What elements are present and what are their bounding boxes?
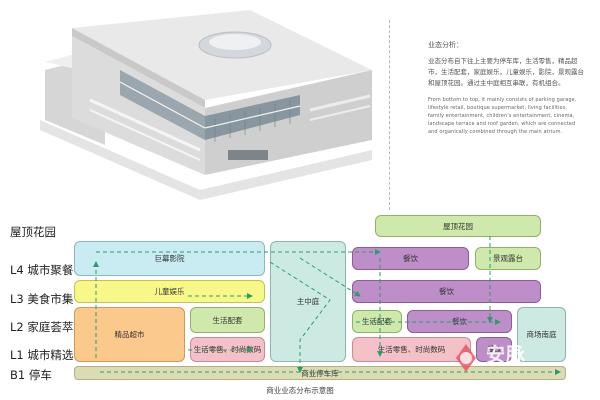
floor-label-roof: 屋顶花园 — [10, 225, 56, 239]
block-dining-l1: 餐饮 — [476, 337, 512, 362]
floor-label-l2: L2 家庭荟萃 — [10, 320, 74, 334]
block-roof-garden: 屋顶花园 — [375, 215, 541, 237]
block-main-atrium: 主中庭 — [270, 241, 346, 362]
block-supermarket: 精品超市 — [74, 307, 185, 362]
watermark-text: 安脉 — [486, 344, 527, 366]
floor-label-l3: L3 美食市集 — [10, 292, 74, 306]
info-panel: 业态分析： 业态分布自下往上主要为停车库，生活零售，精品超市，生活配套，家庭娱乐… — [428, 40, 584, 136]
block-kids: 儿童娱乐 — [74, 280, 265, 303]
block-terrace: 景观露台 — [475, 247, 541, 270]
floor-label-b1: B1 停车 — [10, 368, 52, 382]
diagram-caption: 商业业态分布示意图 — [266, 386, 334, 395]
block-mall-atrium: 商场南庭 — [517, 307, 566, 362]
block-retail-l1b: 生活零售、时尚数码 — [352, 337, 471, 362]
floor-label-l1: L1 城市精选 — [10, 348, 74, 362]
block-dining-l2: 餐饮 — [407, 310, 512, 333]
divider-line — [389, 20, 390, 210]
watermark-logo-icon — [456, 344, 476, 372]
info-title: 业态分析： — [428, 41, 463, 49]
block-living-l2: 生活配套 — [190, 307, 265, 333]
floor-label-l4: L4 城市聚餐 — [10, 263, 74, 277]
block-living-l2b: 生活配套 — [352, 310, 402, 333]
block-dining-l3: 餐饮 — [352, 280, 541, 303]
block-retail-l1: 生活零售、时尚数码 — [190, 337, 265, 362]
block-cinema: 巨幕影院 — [74, 241, 265, 276]
building-rendering — [40, 10, 372, 200]
info-text-english: From bottom to top, it mainly consists o… — [428, 97, 577, 135]
info-text-chinese: 业态分布自下往上主要为停车库，生活零售，精品超市，生活配套，家庭娱乐，儿童娱乐，… — [428, 57, 584, 87]
block-dining-l4: 餐饮 — [352, 247, 469, 270]
